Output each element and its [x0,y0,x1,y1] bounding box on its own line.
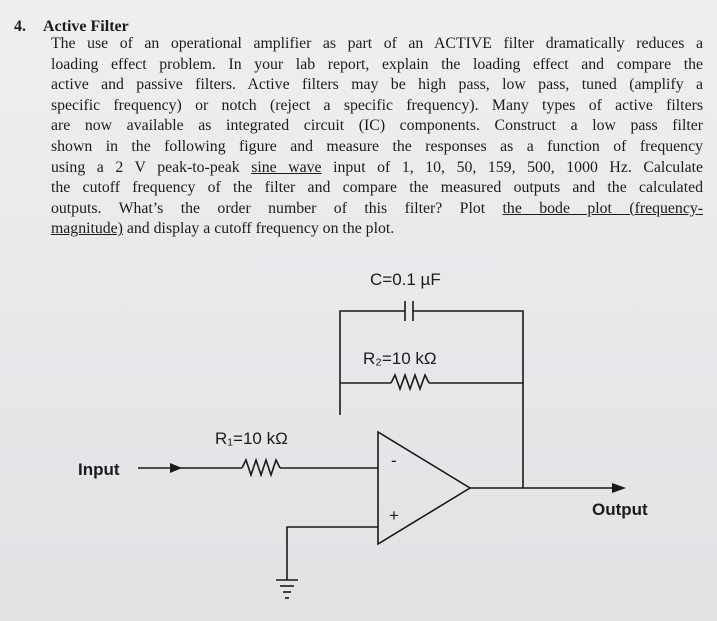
magnitude-underlined: magnitude) [51,220,123,238]
paragraph-line-10: magnitude) and display a cutoff frequenc… [51,219,703,240]
input-arrowhead [170,463,182,473]
instructions-paragraph: The use of an operational amplifier as p… [51,34,703,240]
opamp-plus-sign: + [389,506,399,525]
sine-wave-underlined: sine wave [251,158,322,176]
line-10-text: and display a cutoff frequency on the pl… [122,220,395,238]
input-label: Input [78,460,120,479]
section-heading: 4. Active Filter [14,18,129,36]
paragraph-line-2: loading effect problem. In your lab repo… [51,55,703,73]
capacitor-label: C=0.1 µF [370,270,441,289]
ground-icon [276,579,298,599]
paragraph-line-7: using a 2 V peak-to-peak sine wave input… [51,158,703,179]
capacitor-right-wire [413,310,524,383]
paragraph-line-5: are now available as integrated circuit … [51,117,703,135]
opamp-minus-sign: - [391,451,397,470]
capacitor-symbol [404,301,414,321]
ground-wire [286,526,378,580]
capacitor-left-wire [339,310,405,415]
output-arrowhead [612,483,626,493]
paragraph-line-1: The use of an operational amplifier as p… [51,35,703,52]
line-7-text: using a 2 V peak-to-peak [51,158,252,176]
line-9-text: outputs. What’s the order number of this… [51,199,503,217]
r1-label: R₁=10 kΩ [215,429,288,448]
output-label: Output [592,500,648,519]
r2-label: R₂=10 kΩ [363,349,437,368]
paragraph-line-4: specific frequency) or notch (reject a s… [51,96,703,114]
r1-resistor-symbol [241,457,281,478]
paragraph-line-3: active and passive filters. Active filte… [51,76,703,94]
line-7-text-end: input of 1, 10, 50, 159, 500, 1000 Hz. C… [321,158,703,176]
paragraph-line-8: the cutoff frequency of the filter and c… [51,179,703,197]
bode-plot-underlined: the bode plot (frequency- [502,199,703,217]
section-number: 4. [14,18,26,35]
paragraph-line-9: outputs. What’s the order number of this… [51,199,703,220]
opamp-triangle [377,430,472,546]
paragraph-line-6: shown in the following figure and measur… [51,137,703,155]
section-title: Active Filter [43,18,129,35]
r2-resistor-symbol [390,372,430,392]
